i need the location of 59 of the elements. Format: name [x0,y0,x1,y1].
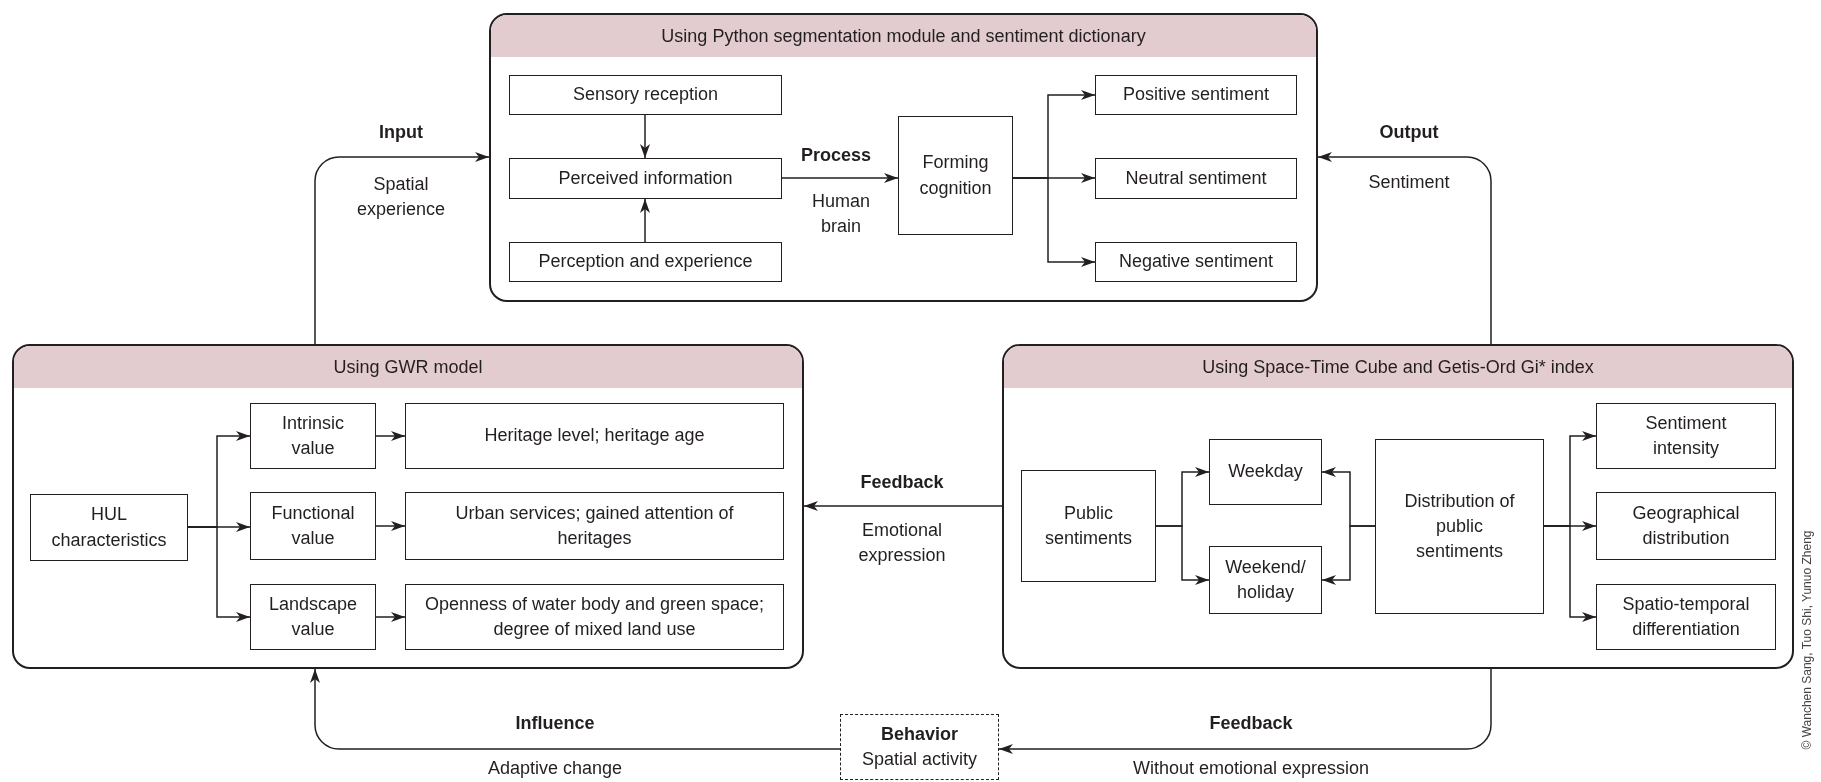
process-box: Sensory reception [509,75,782,115]
annotation-text: Spatial experience [355,172,447,221]
arrow [1012,177,1096,267]
process-box: Perceived information [509,158,782,199]
process-box: Functional value [250,492,376,560]
process-box: Perception and experience [509,242,782,282]
process-box: Intrinsic value [250,403,376,469]
group-panel [12,344,804,669]
arrow [1321,525,1376,585]
process-box: Weekend/ holiday [1209,546,1322,614]
annotation-text: Without emotional expression [1132,757,1370,781]
process-box: Sentiment intensity [1596,403,1776,469]
arrow [640,114,650,159]
credit-text: © Wanchen Sang, Tuo Shi, Yunuo Zheng [1800,530,1814,750]
node-text: Spatial activity [861,748,978,771]
arrow [187,526,251,622]
process-box: Openness of water body and green space; degree of mixed land use [405,584,784,650]
panel-header: Using GWR model [14,346,802,388]
arrow [375,431,406,441]
edge-label: Feedback [860,471,944,495]
node-title: Behavior [881,722,958,746]
edge-label: Output [1379,121,1439,145]
edge-label: Influence [515,712,595,736]
arrow [314,152,490,345]
panel-header: Using Python segmentation module and sentiment dictionary [491,15,1316,57]
arrow [781,173,899,183]
arrow [998,668,1492,754]
arrow [1317,152,1492,345]
arrow [640,198,650,243]
process-box: Forming cognition [898,116,1013,235]
process-box: Heritage level; heritage age [405,403,784,469]
process-box: Positive sentiment [1095,75,1297,115]
group-panel [489,13,1318,302]
arrow [1543,525,1597,622]
edge-label: Input [379,121,423,145]
arrow [1155,525,1210,585]
group-panel [1002,344,1794,669]
arrow [803,501,1003,511]
process-box [840,714,999,780]
process-box: Neutral sentiment [1095,158,1297,199]
edge-label: Process [800,144,872,168]
annotation-text: Human brain [811,189,871,238]
arrow [375,521,406,531]
process-box: Landscape value [250,584,376,650]
edge-label: Feedback [1209,712,1293,736]
process-box: Urban services; gained attention of heritages [405,492,784,560]
process-box: Public sentiments [1021,470,1156,582]
process-box: Spatio-temporal differentiation [1596,584,1776,650]
panel-header: Using Space-Time Cube and Getis-Ord Gi* index [1004,346,1792,388]
arrow [375,612,406,622]
process-box: Weekday [1209,439,1322,505]
annotation-text: Emotional expression [857,518,947,567]
arrow [310,668,841,750]
annotation-text: Sentiment [1368,171,1450,195]
annotation-text: Adaptive change [487,757,623,781]
process-box: Negative sentiment [1095,242,1297,282]
process-box: HUL characteristics [30,494,188,561]
process-box: Distribution of public sentiments [1375,439,1544,614]
process-box: Geographical distribution [1596,492,1776,560]
